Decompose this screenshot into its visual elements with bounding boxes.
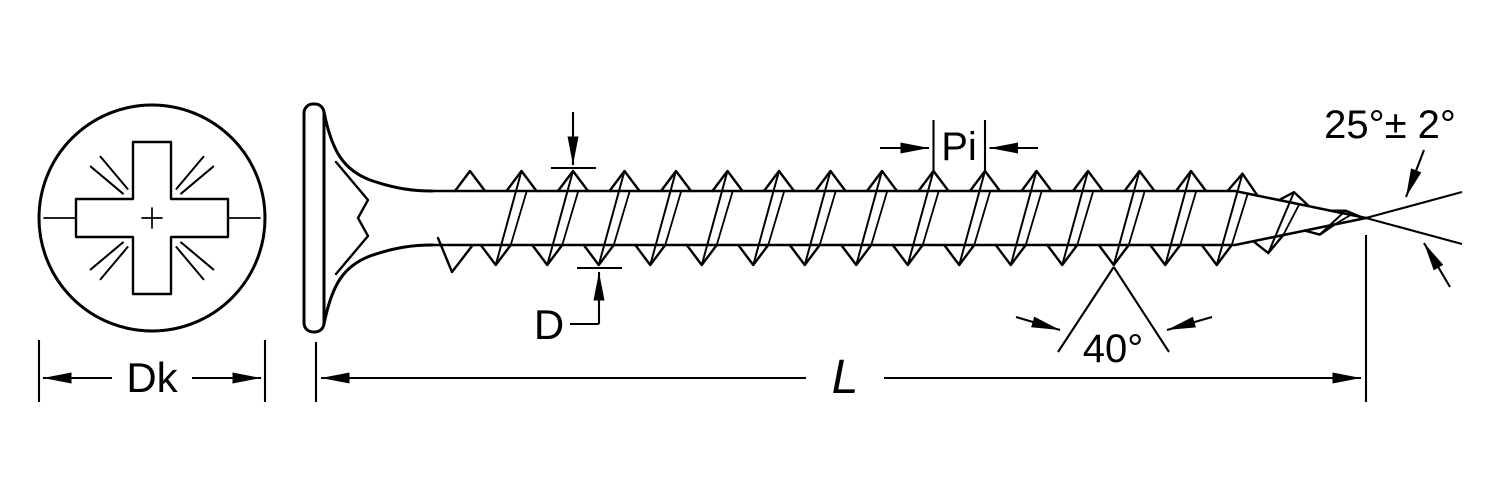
- angle-line-lower: [1365, 216, 1463, 246]
- angle-line-left: [1057, 266, 1115, 353]
- front-view-head: [37, 103, 267, 333]
- head-outline-circle: [37, 103, 267, 333]
- dim-arrow-lower: [1423, 242, 1451, 288]
- point-angle-label: 25°± 2°: [1324, 103, 1456, 147]
- dim-arrow-left: [1015, 315, 1061, 332]
- dim-arrow-right: [1166, 315, 1213, 332]
- dimension-point-angle: 25°± 2°: [1324, 103, 1463, 288]
- dimension-overall-length: L: [314, 235, 1368, 404]
- dimension-head-diameter: Dk: [37, 340, 267, 402]
- pozidriv-wing-ticks: [89, 155, 215, 281]
- head-bugle-top: [322, 110, 434, 193]
- dimension-thread-diameter: D: [534, 112, 622, 348]
- pozidriv-cross-outline: [74, 140, 230, 296]
- dimension-thread-pitch: Pi: [880, 120, 1038, 172]
- head-bugle-bottom: [322, 243, 434, 326]
- head-face: [302, 102, 326, 334]
- angle-line-right: [1112, 266, 1170, 353]
- d-label: D: [534, 301, 564, 348]
- recess-silhouette: [334, 160, 370, 276]
- threaded-shank: [430, 169, 1368, 274]
- length-label: L: [832, 351, 859, 404]
- pi-label: Pi: [941, 125, 977, 169]
- side-view-screw: [302, 102, 1368, 334]
- thread-angle-label: 40°: [1083, 327, 1144, 371]
- dk-label: Dk: [126, 354, 178, 401]
- dimension-thread-angle: 40°: [1015, 266, 1213, 371]
- dim-arrow-upper: [1405, 149, 1425, 198]
- angle-line-upper: [1365, 190, 1463, 220]
